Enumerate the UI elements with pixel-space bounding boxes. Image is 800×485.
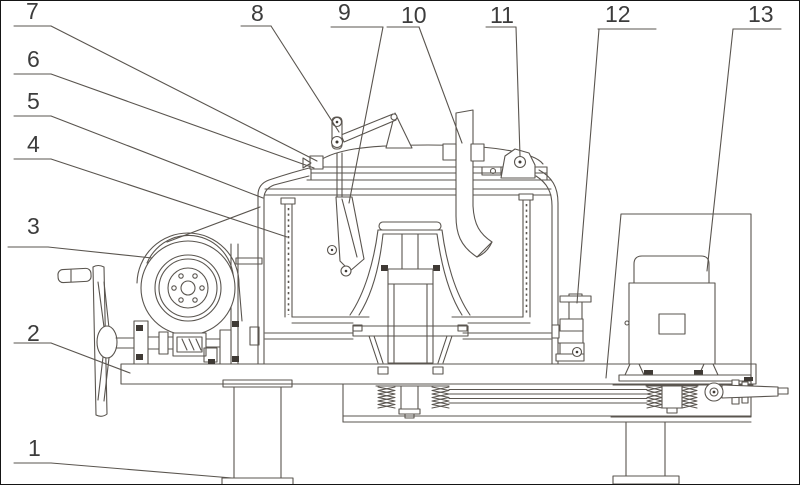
callout-label: 2 [27,320,40,346]
callout-label: 11 [490,2,514,28]
callout-label: 3 [27,213,40,239]
base-bed-plate [121,364,756,422]
motor [613,256,753,385]
callout-9: 9 [331,1,383,203]
spindle-cone-assembly [350,222,470,374]
lid-hinge-bracket [501,149,535,178]
callout-1: 1 [14,435,232,478]
scraper-blade [328,153,365,276]
discharge-pipe [443,110,492,257]
callout-label: 6 [27,46,40,72]
crank-handle [58,268,92,283]
spindle-pulley [376,386,449,418]
callout-3: 3 [8,213,152,258]
callout-10: 10 [387,2,462,143]
lid-toggle-clamp [332,113,413,149]
left-leg [222,380,293,485]
callout-label: 12 [605,1,631,27]
side-valve-fitting [552,294,591,361]
right-leg [613,422,679,484]
drive-belts [449,390,647,404]
callout-label: 5 [27,88,40,114]
motor-enclosure [606,214,751,417]
callout-2: 2 [14,320,130,373]
callouts: 7 6 5 4 3 2 1 [8,1,781,478]
handwheel-hub [97,326,117,358]
motor-pulley [646,386,698,413]
basket-drum [265,194,551,339]
callout-label: 4 [27,131,40,157]
brake-tensioner [705,377,788,404]
callout-label: 8 [251,1,264,26]
callout-6: 6 [14,46,314,168]
callout-label: 10 [401,2,427,28]
callout-4: 4 [14,131,287,237]
callout-8: 8 [241,1,339,132]
callout-13: 13 [707,1,781,271]
callout-label: 7 [26,1,39,24]
callout-12: 12 [577,1,656,303]
brake-drum [137,233,242,335]
pipe-gland-right [471,144,484,161]
callout-7: 7 [14,1,317,161]
callout-label: 1 [28,435,41,461]
pipe-gland-left [443,144,456,160]
callout-label: 13 [748,1,774,27]
brake-screw-shaft [116,321,231,364]
callout-11: 11 [486,2,520,156]
brake-handwheel [58,266,117,417]
callout-label: 9 [338,1,351,25]
callout-5: 5 [14,88,263,198]
